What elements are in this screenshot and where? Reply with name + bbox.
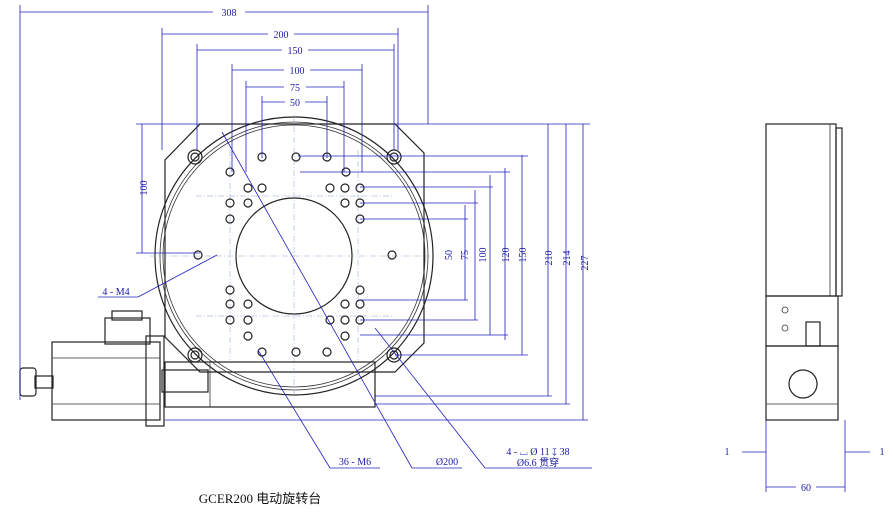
dim-100-left: 100 <box>139 181 150 196</box>
m6-hole <box>225 167 235 177</box>
m6-hole <box>340 299 350 309</box>
rotary-stage-side-view <box>765 123 843 421</box>
dim-100-v: 100 <box>478 248 489 263</box>
m6-hole <box>340 198 350 208</box>
m6-hole <box>243 183 253 193</box>
m6-hole <box>225 198 235 208</box>
m6-hole <box>225 315 235 325</box>
m6-hole <box>340 331 350 341</box>
m6-hole <box>355 183 365 193</box>
m6-hole <box>340 183 350 193</box>
motor-body <box>51 341 161 421</box>
dim-100: 100 <box>290 66 305 77</box>
drawing-caption: GCER200 电动旋转台 <box>198 491 322 506</box>
m6-hole <box>243 315 253 325</box>
m6-hole <box>243 198 253 208</box>
dim-210-v: 210 <box>544 251 555 266</box>
rotary-stage-front-view <box>19 115 434 427</box>
callout-dia200: Ø200 <box>436 457 458 468</box>
m6-hole <box>243 299 253 309</box>
dim-227-v: 227 <box>580 256 591 271</box>
m6-hole <box>355 285 365 295</box>
m6-tapped-holes <box>193 152 397 357</box>
m6-hole <box>291 152 301 162</box>
dim-150-v: 150 <box>518 248 529 263</box>
dim-side-1-left: 1 <box>725 447 730 458</box>
m6-hole <box>325 183 335 193</box>
m6-hole <box>355 299 365 309</box>
m6-hole <box>291 347 301 357</box>
dim-150: 150 <box>288 46 303 57</box>
callout-counterbore: 4 - ⌴ Ø 11 ↧ 38 <box>506 447 569 458</box>
m6-hole <box>225 214 235 224</box>
m6-hole <box>193 250 203 260</box>
m6-hole <box>225 299 235 309</box>
dim-50-v: 50 <box>444 250 455 260</box>
m6-hole <box>340 315 350 325</box>
side-view-dimensions: 1 1 60 <box>725 420 885 494</box>
dim-75-v: 75 <box>460 250 471 260</box>
m6-hole <box>322 347 332 357</box>
dim-side-1-right: 1 <box>880 447 885 458</box>
dim-side-60: 60 <box>801 483 811 494</box>
dim-308: 308 <box>222 8 237 19</box>
front-view-dimensions: 308 200 150 100 75 50 100 50 <box>19 5 592 469</box>
stage-housing <box>164 361 376 408</box>
m6-hole <box>243 331 253 341</box>
dim-200: 200 <box>274 30 289 41</box>
dim-214-v: 214 <box>562 251 573 266</box>
dim-120-v: 120 <box>501 248 512 263</box>
callout-through-hole: Ø6.6 贯穿 <box>517 456 559 469</box>
motor-knob <box>19 367 37 397</box>
callout-m4: 4 - M4 <box>102 287 129 298</box>
dim-50: 50 <box>290 98 300 109</box>
callout-m6: 36 - M6 <box>339 457 371 468</box>
m6-hole <box>325 315 335 325</box>
m6-hole <box>387 250 397 260</box>
dim-75: 75 <box>290 83 300 94</box>
m6-hole <box>257 183 267 193</box>
m6-hole <box>225 285 235 295</box>
